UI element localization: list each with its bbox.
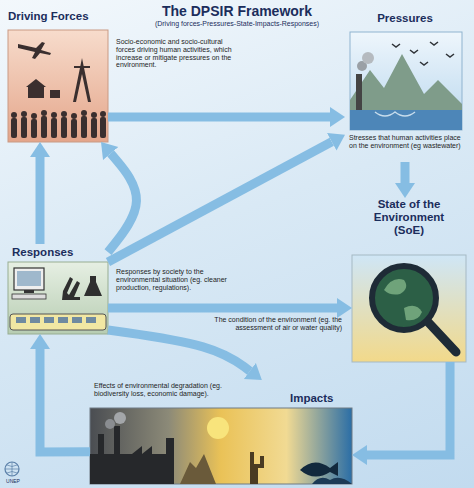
dpsir-node: State of the Environment (SoE)The condit… — [352, 198, 466, 362]
node-heading: Driving Forces — [8, 10, 118, 23]
node-description: The condition of the environment (eg. th… — [202, 316, 342, 332]
node-heading: Pressures — [345, 12, 465, 25]
dpsir-node: Driving ForcesSocio-economic and socio-c… — [8, 8, 108, 142]
flow-arrow — [108, 112, 330, 121]
flow-arrow — [108, 303, 337, 312]
node-heading: Responses — [12, 246, 112, 259]
logo-text: UNEP — [1, 478, 25, 484]
flow-arrow — [367, 362, 450, 455]
dpsir-node: ResponsesResponses by society to the env… — [8, 244, 108, 334]
dpsir-node: PressuresStresses that human activities … — [345, 10, 465, 162]
flow-arrow — [401, 162, 410, 183]
node-heading: Impacts — [290, 392, 350, 405]
node-description: Effects of environmental degradation (eg… — [94, 382, 242, 398]
node-description: Stresses that human activities place on … — [349, 134, 463, 150]
dpsir-node: Impacts Effects of environmental degradat… — [90, 380, 352, 484]
flow-arrow — [108, 153, 136, 252]
flow-arrow — [108, 330, 250, 371]
node-description: Responses by society to the environmenta… — [116, 268, 244, 291]
flow-arrow — [108, 142, 332, 262]
node-heading: State of the Environment (SoE) — [359, 198, 459, 237]
node-description: Socio-economic and socio-cultural forces… — [116, 38, 240, 69]
flow-arrow — [40, 349, 90, 452]
flow-arrow — [36, 157, 45, 244]
